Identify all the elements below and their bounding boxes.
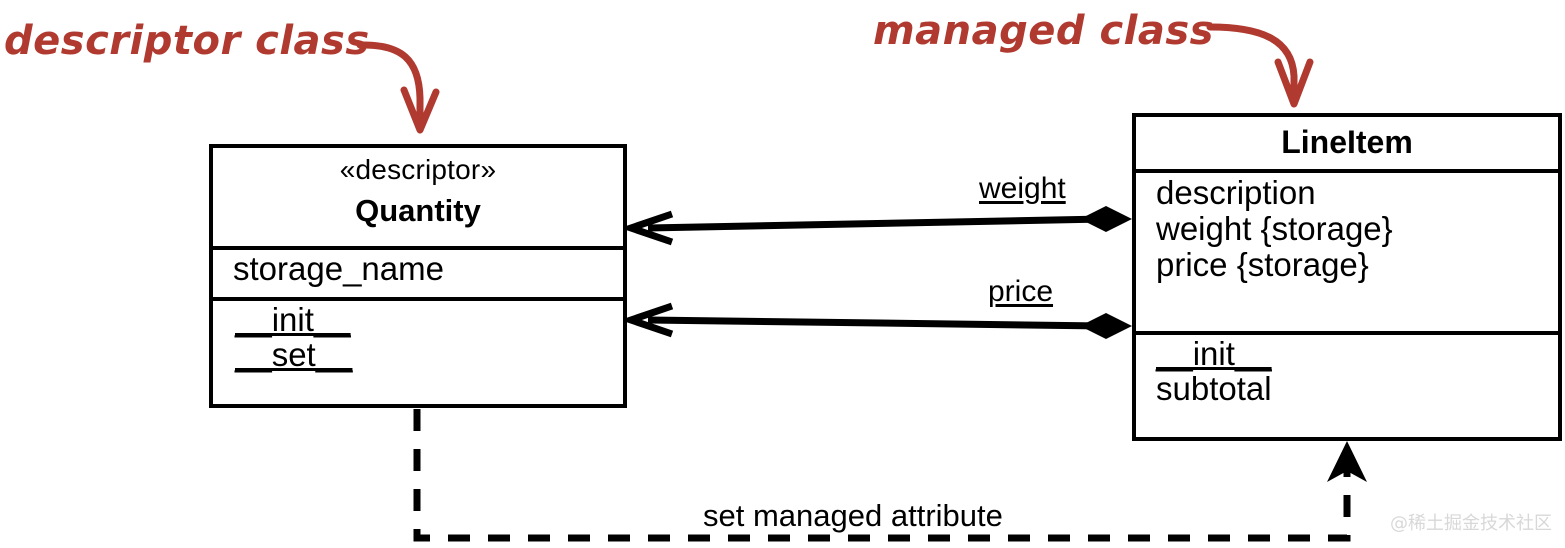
dashed-flow-line <box>413 409 1351 542</box>
composition-diamond-price <box>1080 313 1132 339</box>
edge-price-line <box>647 316 1105 330</box>
watermark: @稀土掘金技术社区 <box>1390 513 1552 534</box>
lineitem-operation-subtotal: subtotal <box>1156 369 1272 407</box>
quantity-operation-set: __set__ <box>235 335 353 373</box>
edge-label-weight: weight <box>979 172 1066 205</box>
uml-class-lineitem[interactable]: LineItem description weight {storage} pr… <box>1132 113 1562 441</box>
edge-weight <box>620 206 1132 246</box>
lineitem-attribute-description: description <box>1156 174 1316 211</box>
quantity-stereotype: «descriptor» <box>339 154 497 185</box>
annotation-descriptor-class: descriptor class <box>4 18 370 64</box>
quantity-attributes-compartment: storage_name <box>213 246 623 297</box>
edge-set-managed-attribute <box>413 409 1367 542</box>
quantity-header-compartment: «descriptor» Quantity <box>213 148 623 246</box>
edge-weight-line <box>647 215 1105 232</box>
composition-diamond-weight <box>1080 206 1132 232</box>
lineitem-header-compartment: LineItem <box>1136 117 1558 169</box>
edge-label-set-managed-attribute: set managed attribute <box>703 498 1003 533</box>
lineitem-attribute-weight: weight {storage} <box>1156 209 1393 247</box>
lineitem-class-name: LineItem <box>1281 124 1413 160</box>
lineitem-attribute-price: price {storage} <box>1156 245 1369 283</box>
edge-label-price: price <box>988 275 1054 308</box>
edge-price <box>620 302 1132 339</box>
open-arrowhead-weight <box>620 210 674 246</box>
lineitem-attributes-compartment: description weight {storage} price {stor… <box>1136 169 1558 331</box>
open-arrowhead-price <box>620 302 674 338</box>
quantity-class-name: Quantity <box>355 193 481 228</box>
quantity-operation-init: __init__ <box>235 301 351 338</box>
solid-arrowhead-set-managed <box>1327 441 1367 482</box>
quantity-attribute-storage-name: storage_name <box>233 250 444 287</box>
annotation-managed-class: managed class <box>873 8 1214 54</box>
quantity-operations-compartment: __init__ __set__ <box>213 297 623 404</box>
lineitem-operation-init: __init__ <box>1156 335 1272 372</box>
lineitem-operations-compartment: __init__ subtotal <box>1136 331 1558 437</box>
uml-class-quantity[interactable]: «descriptor» Quantity storage_name __ini… <box>209 144 627 408</box>
